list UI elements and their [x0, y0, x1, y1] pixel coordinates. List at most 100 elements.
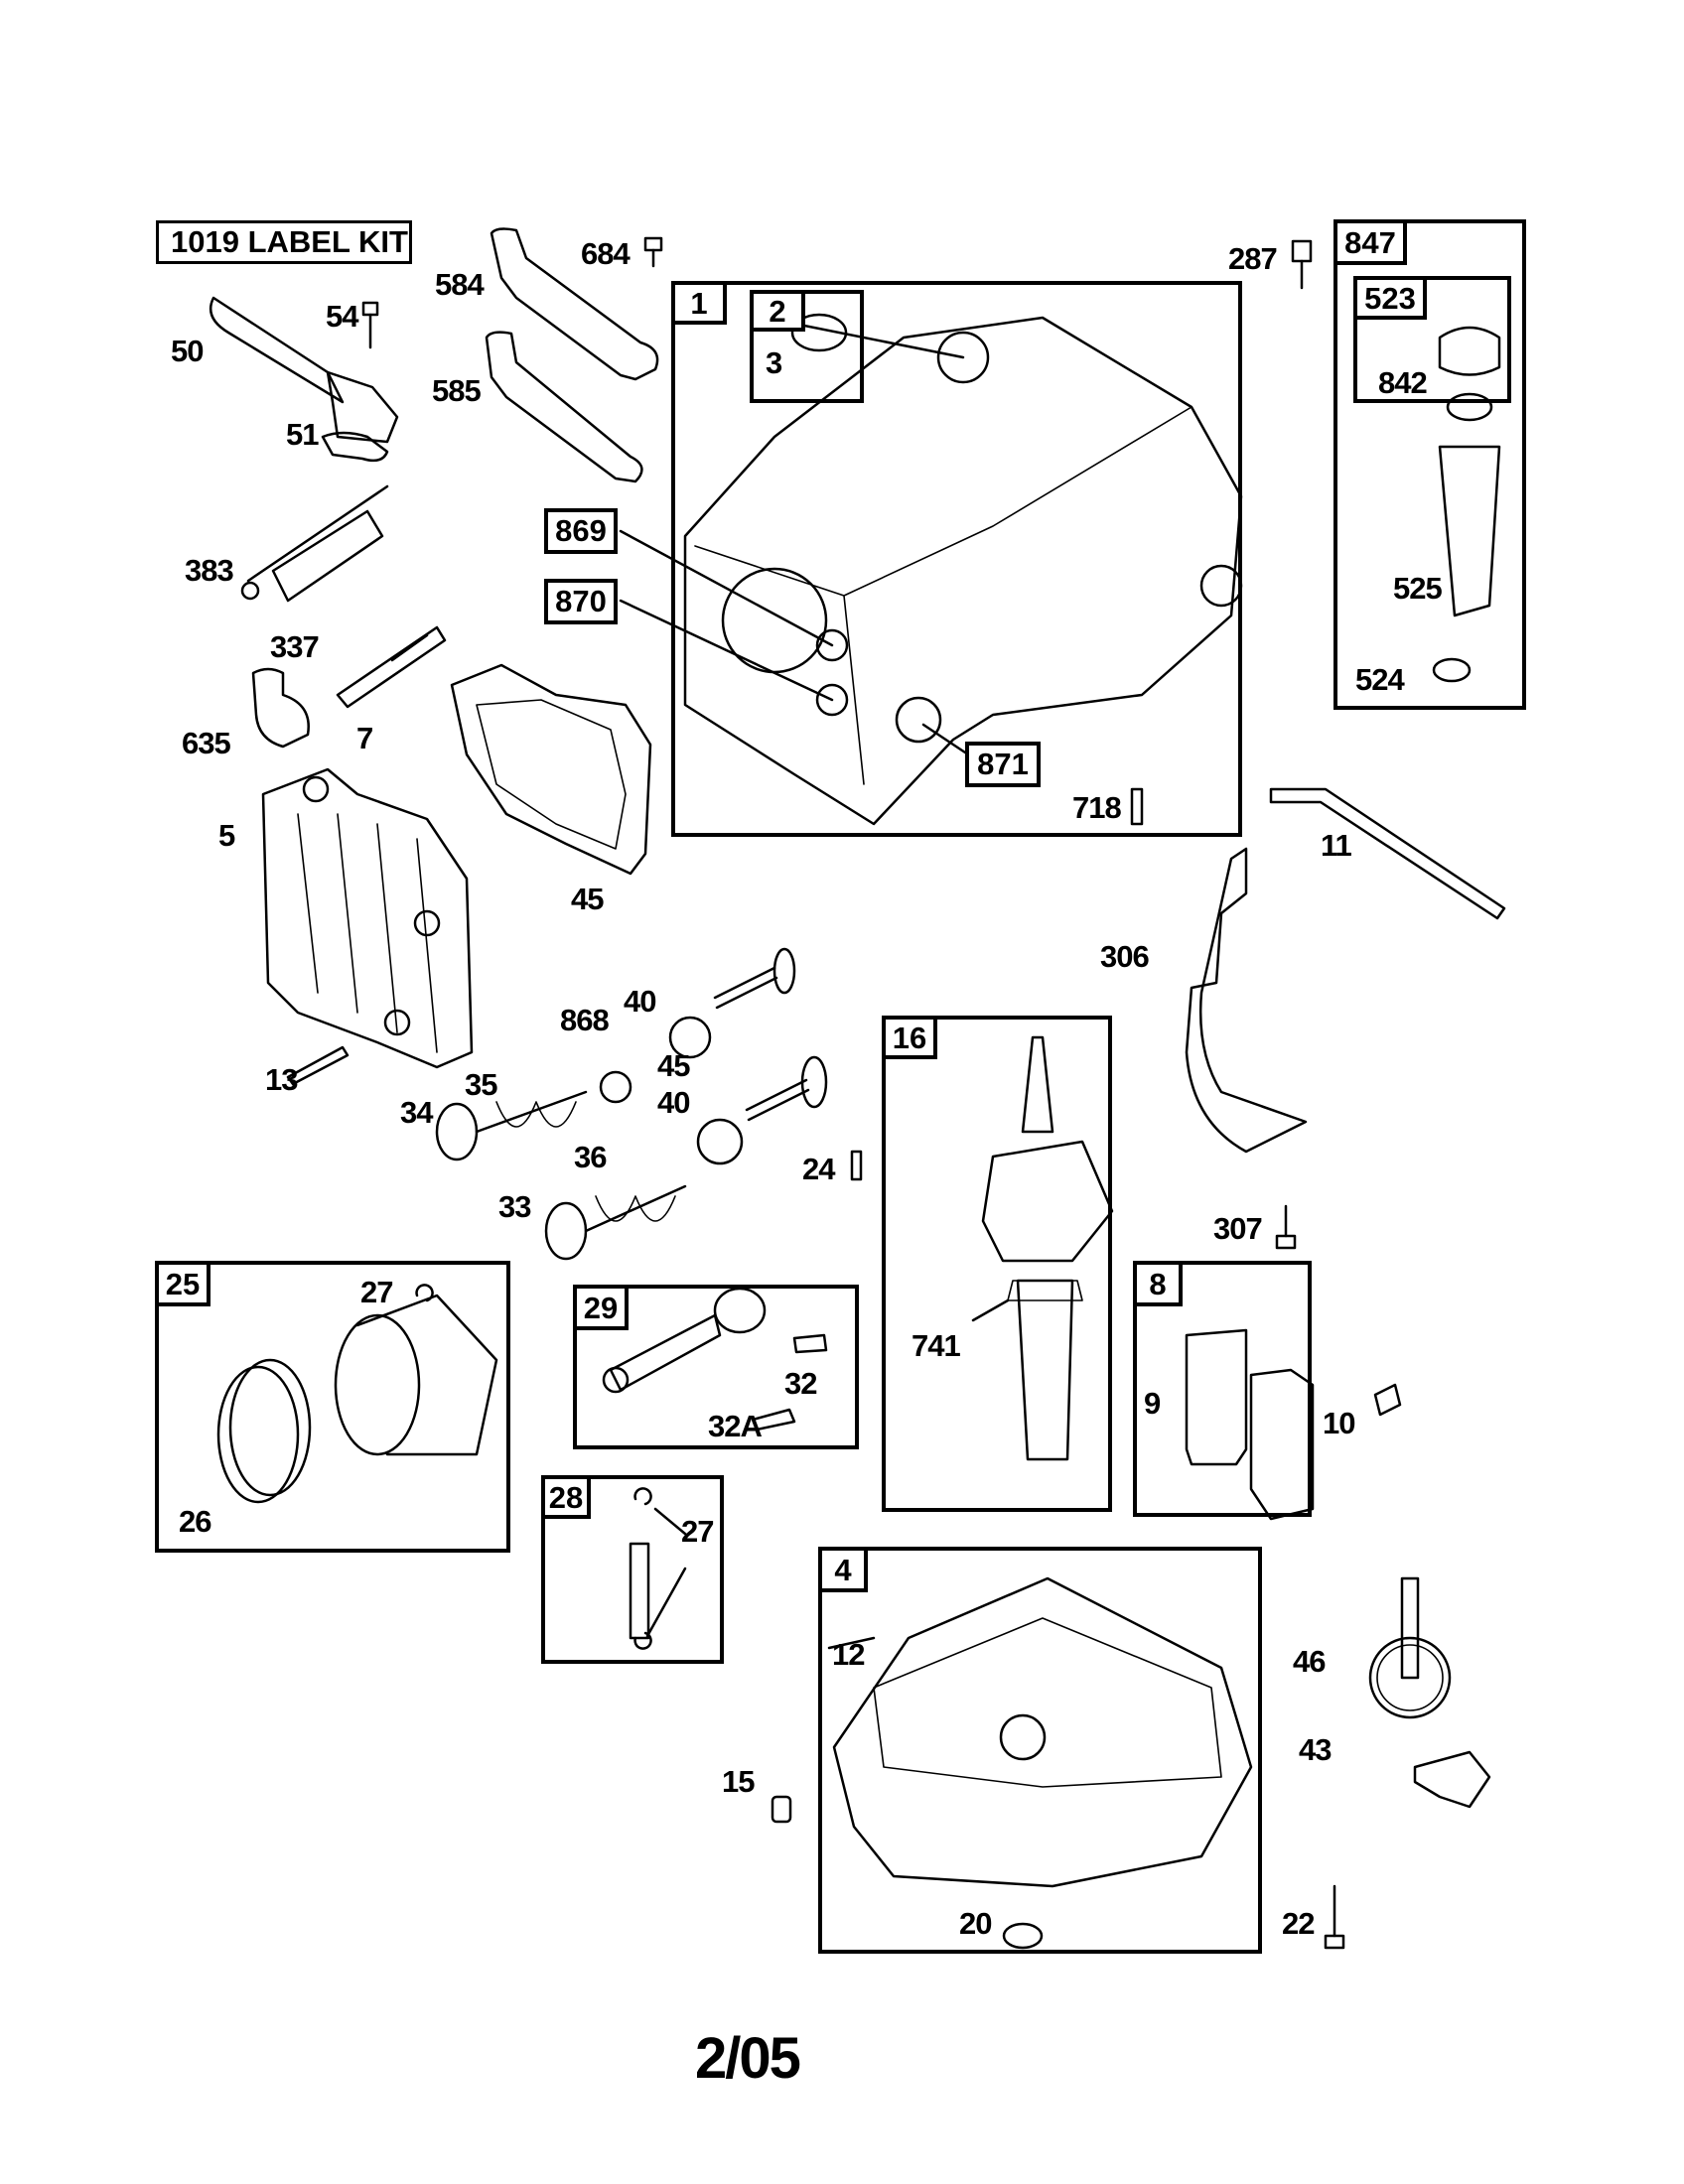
intake-tube-drawing — [209, 296, 399, 444]
gear-46-drawing — [1368, 1576, 1452, 1719]
boxed-label-869: 869 — [544, 508, 618, 554]
pin-24-drawing — [850, 1150, 863, 1181]
piston-pin-drawing — [629, 1487, 687, 1650]
head-gasket-drawing — [450, 663, 652, 876]
part-label-40-top: 40 — [624, 984, 656, 1019]
gasket-51-drawing — [321, 431, 389, 463]
callout-box-4: 4 — [818, 1547, 1262, 1954]
part-label-524: 524 — [1355, 662, 1405, 697]
part-label-51: 51 — [286, 417, 319, 452]
part-label-54: 54 — [326, 299, 358, 334]
part-label-27-pin: 27 — [681, 1514, 714, 1549]
spark-plug-drawing — [336, 625, 447, 709]
part-label-26: 26 — [179, 1504, 211, 1539]
cylinder-head-drawing — [261, 767, 474, 1069]
part-label-718: 718 — [1072, 790, 1122, 825]
part-label-306: 306 — [1100, 939, 1150, 974]
part-label-45-top: 45 — [571, 882, 604, 916]
box-tag-28: 28 — [541, 1475, 591, 1519]
label-kit-text: 1019 LABEL KIT — [171, 224, 408, 259]
box-tag-2: 2 — [750, 290, 805, 332]
boxed-label-871: 871 — [965, 742, 1041, 787]
part-label-46: 46 — [1293, 1644, 1326, 1679]
part-label-3: 3 — [766, 345, 782, 380]
part-label-40-bottom: 40 — [657, 1085, 690, 1120]
part-label-525: 525 — [1393, 571, 1443, 606]
part-label-7: 7 — [356, 721, 373, 755]
callout-box-25: 25 — [155, 1261, 510, 1553]
screw-10-drawing — [1373, 1383, 1402, 1417]
part-label-337: 337 — [270, 629, 320, 664]
part-label-33: 33 — [498, 1189, 531, 1224]
plug-15-drawing — [771, 1795, 792, 1824]
sump-drawing — [827, 1576, 1253, 1950]
part-label-35: 35 — [465, 1067, 497, 1102]
part-label-45-bottom: 45 — [657, 1048, 690, 1083]
tube-11-drawing — [1269, 787, 1506, 920]
retainer-40a-drawing — [668, 1016, 712, 1059]
piston-drawing — [216, 1284, 498, 1504]
tool-383-drawing — [240, 484, 389, 603]
part-label-9: 9 — [1144, 1386, 1161, 1421]
box-tag-25: 25 — [155, 1261, 210, 1306]
part-label-22: 22 — [1282, 1906, 1315, 1941]
governor-43-drawing — [1413, 1750, 1491, 1809]
connecting-rod-drawing — [602, 1287, 828, 1432]
part-label-15: 15 — [722, 1764, 755, 1799]
baffle-306-drawing — [1185, 847, 1308, 1154]
callout-box-8: 8 — [1133, 1261, 1312, 1517]
box-tag-1: 1 — [671, 281, 727, 325]
retainer-40b-drawing — [696, 1118, 744, 1165]
part-label-287: 287 — [1228, 241, 1278, 276]
part-label-5: 5 — [218, 818, 235, 853]
part-label-43: 43 — [1299, 1732, 1332, 1767]
callout-box-847: 847 — [1333, 219, 1526, 710]
part-label-868: 868 — [560, 1003, 610, 1037]
part-label-307: 307 — [1213, 1211, 1263, 1246]
footer-date: 2/05 — [695, 2026, 801, 2091]
boxed-label-870: 870 — [544, 579, 618, 624]
part-label-32A: 32A — [708, 1409, 763, 1443]
breather-drawing — [1185, 1328, 1315, 1521]
callout-box-1: 1 — [671, 281, 1242, 837]
part-label-684: 684 — [581, 236, 631, 271]
box-tag-847: 847 — [1333, 219, 1407, 265]
bolt-287-drawing — [1291, 239, 1313, 290]
gasket-584-drawing — [490, 227, 659, 381]
callout-box-2: 2 — [750, 290, 864, 403]
part-label-585: 585 — [432, 373, 482, 408]
part-label-383: 383 — [185, 553, 234, 588]
bolt-307-drawing — [1275, 1204, 1297, 1250]
bolt-13-drawing — [286, 1045, 350, 1086]
part-label-584: 584 — [435, 267, 485, 302]
bolt-684-drawing — [643, 236, 663, 268]
part-label-34: 34 — [400, 1095, 433, 1130]
part-label-24: 24 — [802, 1152, 835, 1186]
part-label-32: 32 — [784, 1366, 817, 1401]
box-tag-8: 8 — [1133, 1261, 1183, 1306]
callout-box-16: 16 — [882, 1016, 1112, 1512]
crankcase-drawing — [619, 316, 1243, 826]
crankshaft-drawing — [971, 1035, 1114, 1461]
callout-box-523: 523 — [1353, 276, 1511, 403]
box-tag-16: 16 — [882, 1016, 937, 1059]
part-label-12: 12 — [832, 1637, 865, 1672]
box-tag-29: 29 — [573, 1285, 629, 1330]
bolt-22-drawing — [1324, 1884, 1345, 1950]
part-label-20: 20 — [959, 1906, 992, 1941]
part-label-50: 50 — [171, 334, 204, 368]
dipstick-tube-drawing — [1432, 326, 1501, 683]
part-label-10: 10 — [1323, 1406, 1355, 1440]
part-label-11: 11 — [1321, 828, 1352, 863]
part-label-36: 36 — [574, 1140, 607, 1174]
valve-45-drawings — [713, 947, 828, 1122]
boot-635-drawing — [251, 667, 310, 749]
seal-3-drawing — [790, 313, 848, 352]
callout-box-28: 28 — [541, 1475, 724, 1664]
screw-54-drawing — [361, 301, 379, 349]
valve-spring-drawings — [435, 1090, 687, 1261]
part-label-635: 635 — [182, 726, 231, 760]
box-tag-523: 523 — [1353, 276, 1427, 320]
pin-718-drawing — [1130, 787, 1144, 826]
